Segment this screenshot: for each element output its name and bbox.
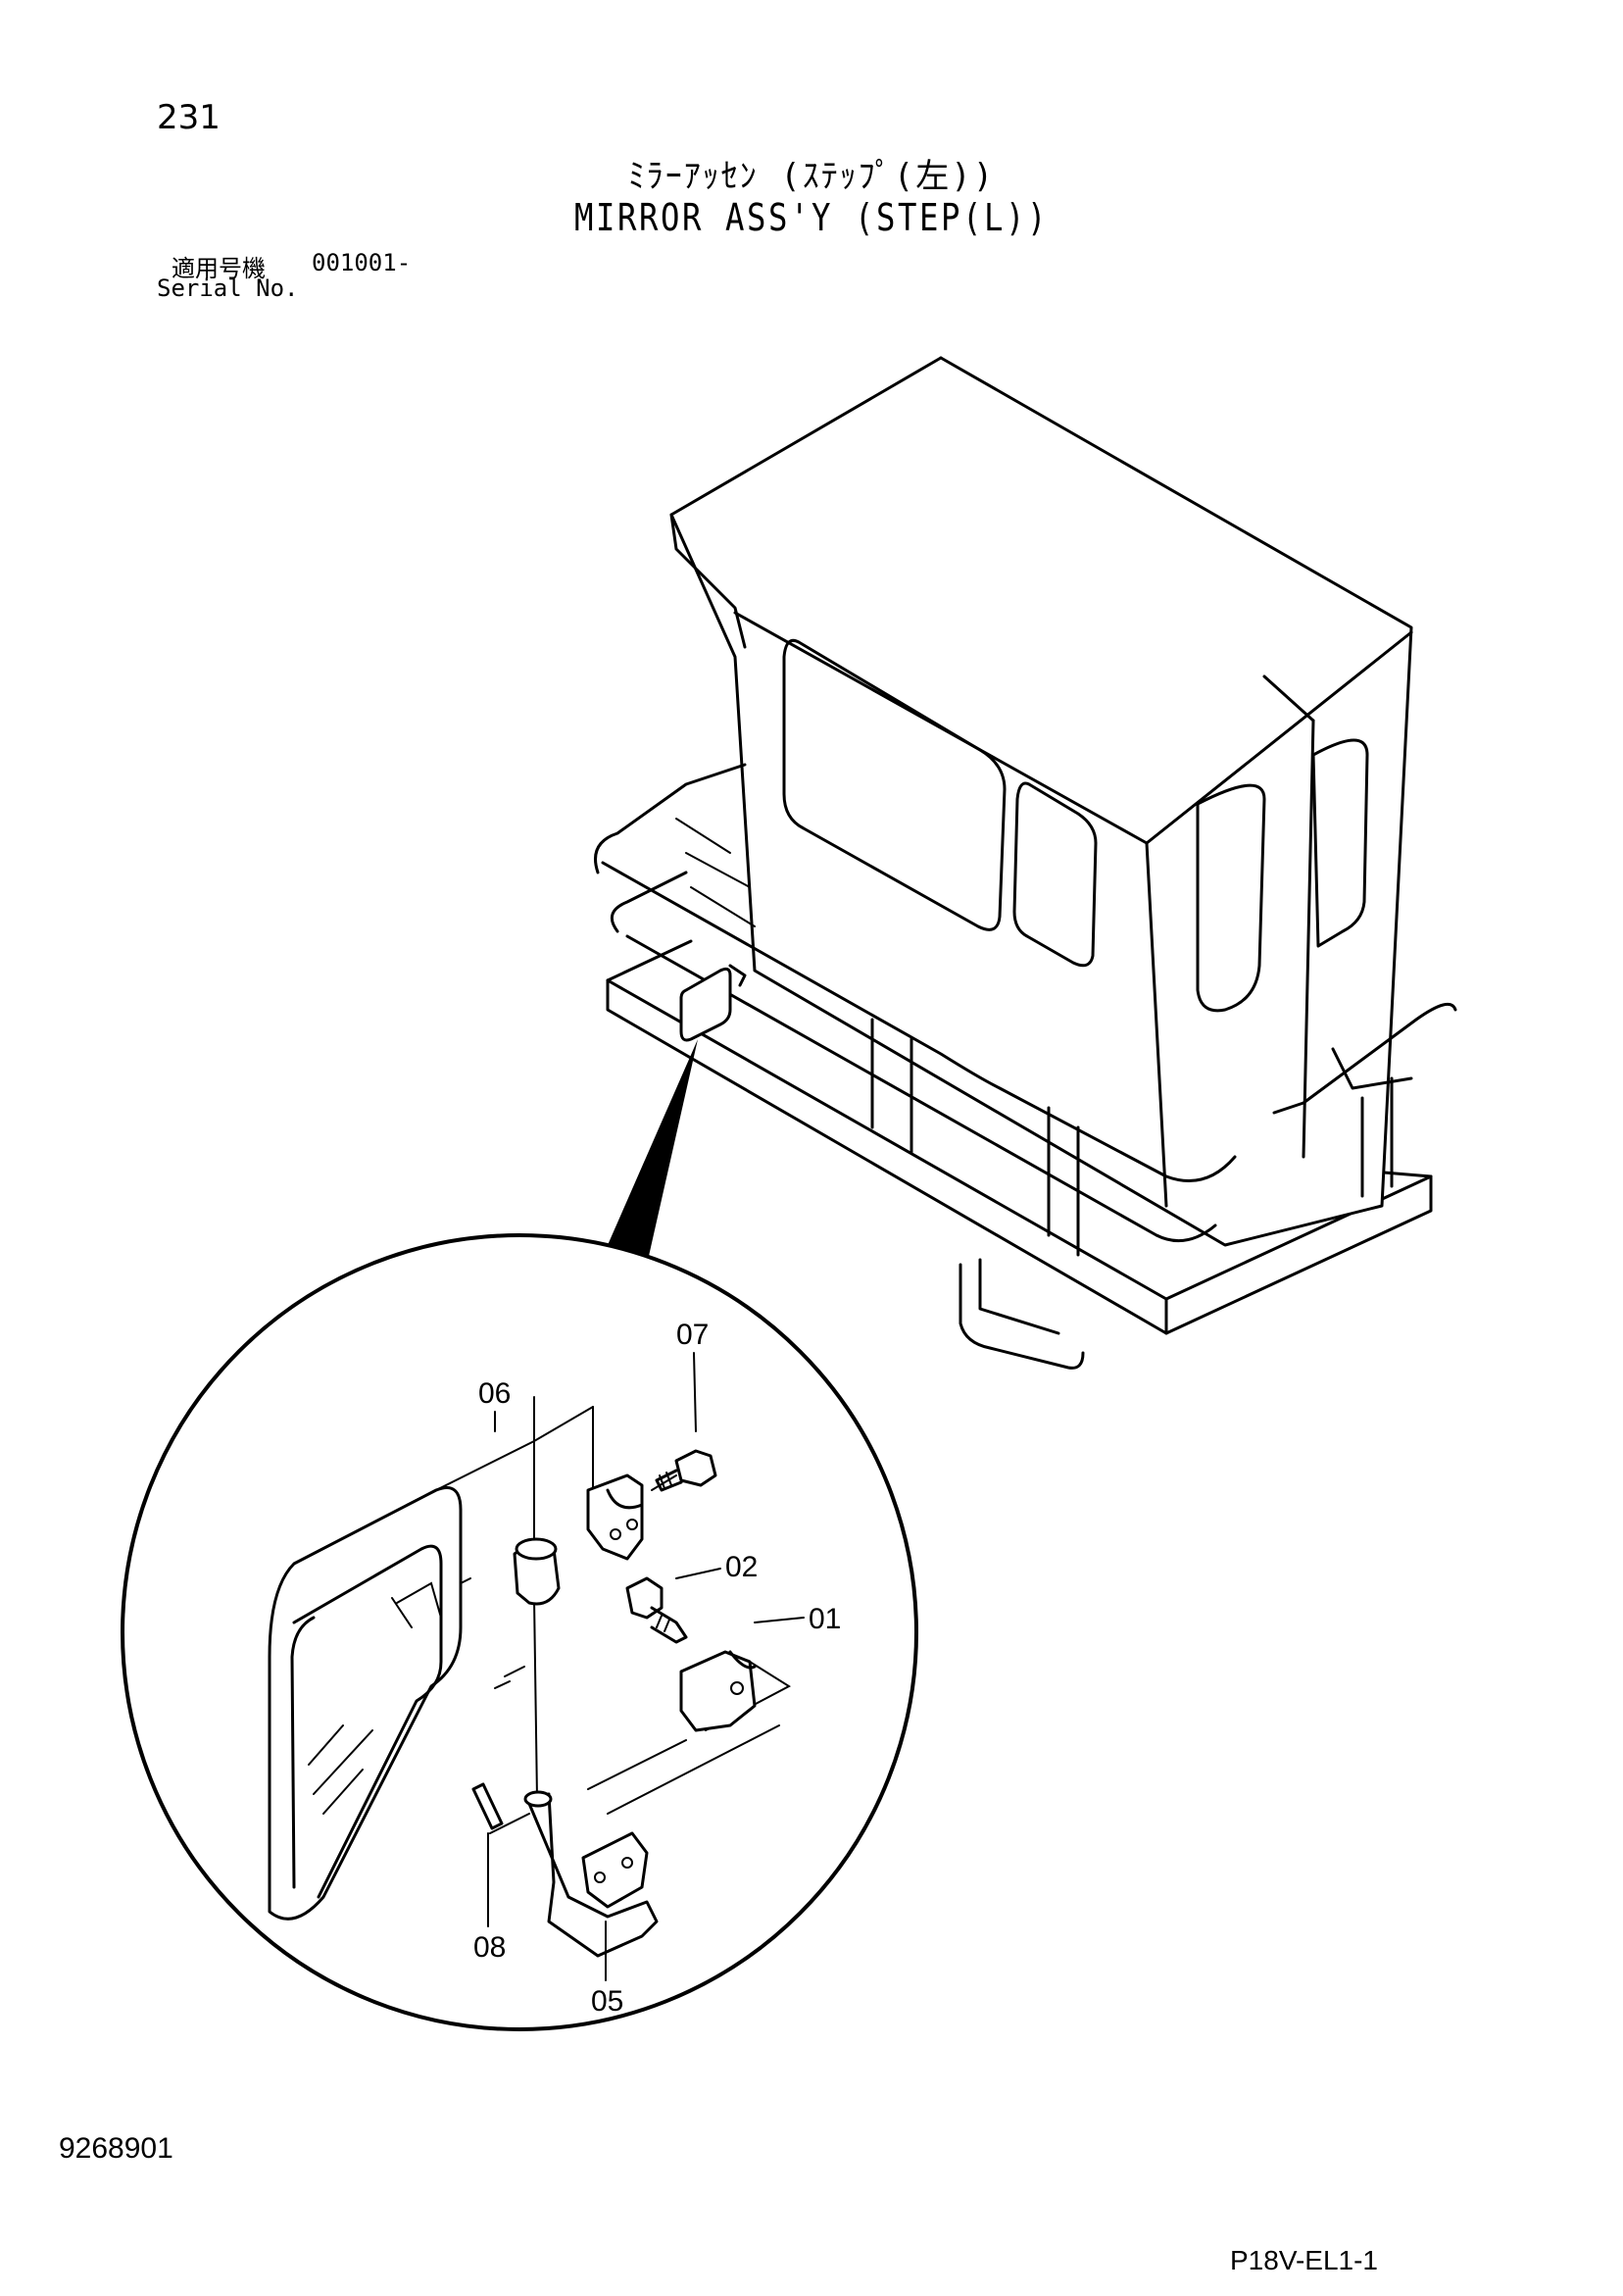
callout-leaders xyxy=(487,1352,805,1981)
callout-01: 01 xyxy=(809,1603,842,1635)
drawing-number: 9268901 xyxy=(59,2132,173,2165)
serial-label-english: Serial No. xyxy=(157,275,299,302)
serial-label-japanese: 適用号機 xyxy=(172,255,266,282)
cab-illustration xyxy=(594,356,1457,1370)
sheet-code: P18V-EL1-1 xyxy=(1230,2245,1378,2275)
exploded-parts xyxy=(268,1396,792,1958)
detail-circle xyxy=(121,1233,918,2031)
title-japanese: ﾐﾗｰｱｯｾﾝ (ｽﾃｯﾌﾟ(左)) xyxy=(627,157,996,196)
detail-leader xyxy=(608,1039,698,1265)
callout-02: 02 xyxy=(725,1551,759,1583)
page-number: 231 xyxy=(157,98,221,137)
callout-06: 06 xyxy=(478,1377,512,1410)
serial-value: 001001- xyxy=(312,249,412,276)
title-english: MIRROR ASS'Y (STEP(L)) xyxy=(574,196,1049,239)
callout-08: 08 xyxy=(473,1931,507,1964)
callout-07: 07 xyxy=(676,1319,710,1351)
callout-05: 05 xyxy=(591,1985,624,2018)
